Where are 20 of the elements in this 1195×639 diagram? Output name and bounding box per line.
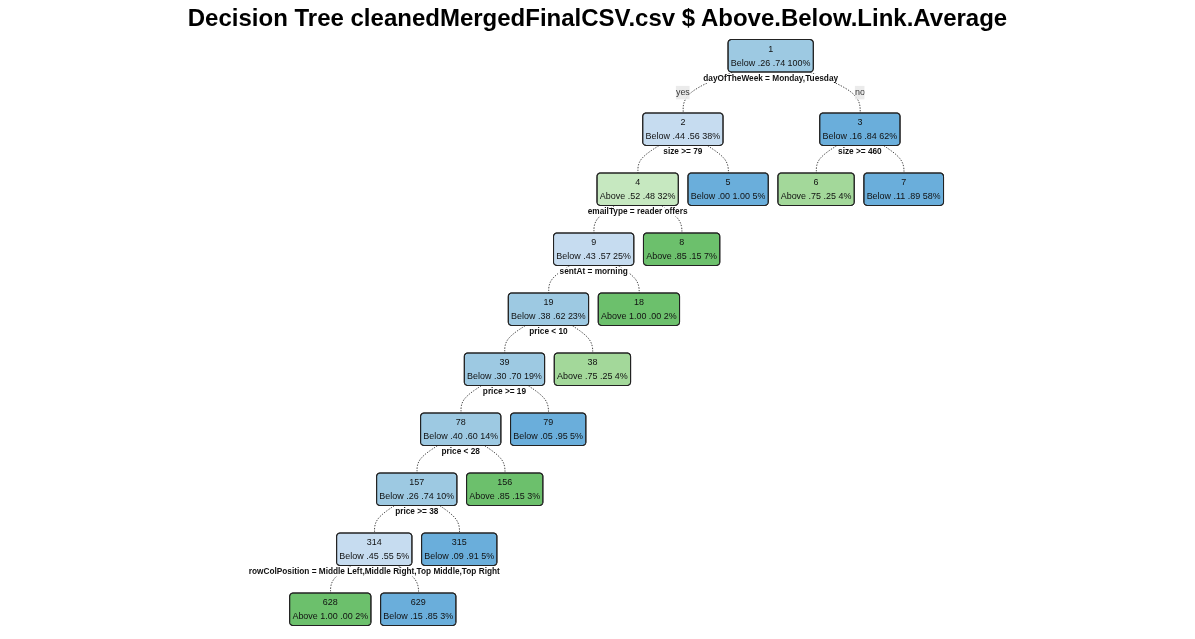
connector <box>661 205 683 234</box>
edge-label: yes <box>675 87 690 98</box>
connector <box>618 265 640 294</box>
connector <box>883 145 905 174</box>
connector <box>815 145 837 174</box>
connector <box>374 505 395 534</box>
connector <box>548 265 571 294</box>
connector <box>527 385 549 414</box>
connector <box>504 325 526 354</box>
connector <box>330 565 352 594</box>
connector <box>397 565 420 594</box>
connector <box>439 505 461 534</box>
edge-label: no <box>854 87 865 98</box>
connector <box>416 445 438 474</box>
connector <box>707 145 729 174</box>
chart-title: Decision Tree cleanedMergedFinalCSV.csv $ Above.Below.Link.Average <box>186 4 1009 32</box>
connector <box>484 445 506 474</box>
connector <box>593 205 615 234</box>
connector <box>572 325 594 354</box>
connector <box>460 385 482 414</box>
